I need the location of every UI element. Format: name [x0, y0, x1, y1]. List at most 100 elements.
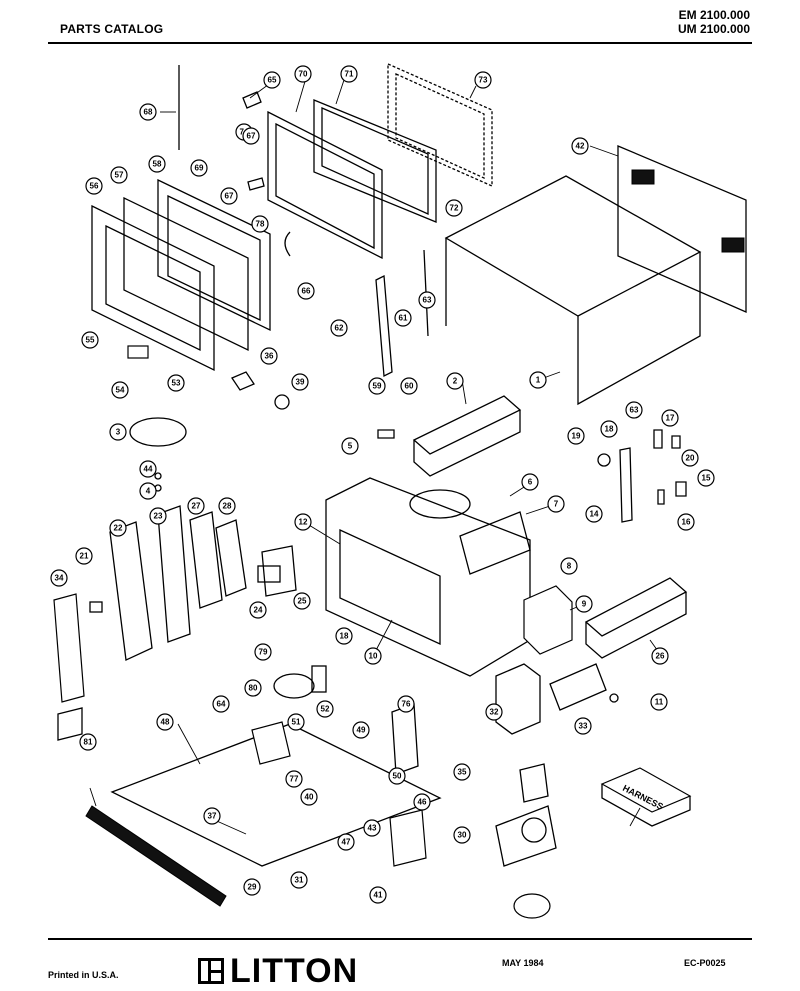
- callout-number: 3: [116, 428, 121, 437]
- callout-31: 31: [290, 871, 308, 889]
- part-lamp-bulb: [274, 394, 290, 410]
- part-door-panel: [157, 178, 271, 332]
- part-switch-18: [597, 453, 611, 467]
- callout-23: 23: [149, 507, 167, 525]
- callout-number: 28: [223, 502, 232, 511]
- callout-number: 4: [146, 487, 151, 496]
- callout-81: 81: [79, 733, 97, 751]
- callout-25: 25: [293, 592, 311, 610]
- callout-18: 18: [600, 420, 618, 438]
- callout-number: 7: [554, 500, 559, 509]
- callout-35: 35: [453, 763, 471, 781]
- part-gasket: [387, 63, 493, 187]
- callout-number: 49: [357, 726, 366, 735]
- part-transformer-43: [389, 809, 427, 867]
- part-back-panel: [617, 145, 747, 313]
- callout-number: 5: [348, 442, 353, 451]
- callout-number: 20: [686, 454, 695, 463]
- header-rule: [48, 42, 752, 44]
- callout-32: 32: [485, 703, 503, 721]
- callout-68: 68: [139, 103, 157, 121]
- part-fan-motor-25: [261, 545, 297, 597]
- part-hinge: [242, 91, 265, 191]
- callout-number: 9: [582, 600, 587, 609]
- callout-43: 43: [363, 819, 381, 837]
- part-switch-bracket: [619, 447, 633, 523]
- callout-number: 40: [305, 793, 314, 802]
- callout-number: 34: [55, 574, 64, 583]
- part-case-top: [444, 175, 702, 317]
- callout-number: 58: [153, 160, 162, 169]
- part-switch-15-16: [657, 481, 687, 505]
- callout-77: 77: [285, 770, 303, 788]
- callout-number: 2: [453, 377, 458, 386]
- callout-number: 42: [576, 142, 585, 151]
- callout-29: 29: [243, 878, 261, 896]
- callout-52: 52: [316, 700, 334, 718]
- callout-50: 50: [388, 767, 406, 785]
- callout-number: 41: [374, 891, 383, 900]
- part-blower-wheel: [521, 817, 547, 843]
- callout-number: 56: [90, 182, 99, 191]
- callout-number: 48: [161, 718, 170, 727]
- part-capacitor-79: [311, 665, 327, 693]
- model-number-um: UM 2100.000: [677, 22, 750, 36]
- part-handle-cap: [127, 345, 149, 359]
- callout-7: 7: [547, 495, 565, 513]
- callout-59: 59: [368, 377, 386, 395]
- part-capacitor: [273, 673, 315, 699]
- callout-72: 72: [445, 199, 463, 217]
- callout-62: 62: [330, 319, 348, 337]
- part-waveguide: [459, 511, 531, 575]
- callout-37: 37: [203, 807, 221, 825]
- part-interlock-bracket: [375, 274, 393, 378]
- callout-number: 18: [605, 425, 614, 434]
- callout-number: 54: [116, 386, 125, 395]
- part-base-plate: [110, 723, 442, 867]
- callout-number: 51: [292, 718, 301, 727]
- part-door-window: [123, 196, 249, 352]
- callout-47: 47: [337, 833, 355, 851]
- catalog-code: EC-P0025: [684, 958, 726, 968]
- callout-number: 1: [536, 376, 541, 385]
- part-clip-21: [89, 601, 103, 613]
- part-pad-81: [57, 707, 83, 741]
- callout-number: 68: [144, 108, 153, 117]
- callout-67: 67: [242, 127, 260, 145]
- callout-number: 63: [423, 296, 432, 305]
- callout-number: 62: [335, 324, 344, 333]
- callout-number: 12: [299, 518, 308, 527]
- callout-79: 79: [254, 643, 272, 661]
- callout-number: 19: [572, 432, 581, 441]
- callout-46: 46: [413, 793, 431, 811]
- callout-number: 26: [656, 652, 665, 661]
- callout-30: 30: [453, 826, 471, 844]
- callout-number: 69: [195, 164, 204, 173]
- callout-number: 60: [405, 382, 414, 391]
- callout-number: 32: [490, 708, 499, 717]
- callout-40: 40: [300, 788, 318, 806]
- callout-5: 5: [341, 437, 359, 455]
- callout-9: 9: [575, 595, 593, 613]
- callout-70: 70: [294, 65, 312, 83]
- callout-number: 71: [345, 70, 354, 79]
- callout-number: 35: [458, 768, 467, 777]
- part-thermal-switch: [377, 429, 395, 439]
- part-back-vent-1: [631, 169, 655, 185]
- callout-36: 36: [260, 347, 278, 365]
- part-keypad: [53, 593, 85, 703]
- callout-number: 6: [528, 478, 533, 487]
- callout-number: 70: [299, 70, 308, 79]
- callout-57: 57: [110, 166, 128, 184]
- callout-20: 20: [681, 449, 699, 467]
- part-foot-strip: [85, 805, 227, 907]
- callout-number: 63: [630, 406, 639, 415]
- callout-39: 39: [291, 373, 309, 391]
- callout-16: 16: [677, 513, 695, 531]
- callout-58: 58: [148, 155, 166, 173]
- part-duct-9: [584, 577, 688, 659]
- callout-17: 17: [661, 409, 679, 427]
- callout-49: 49: [352, 721, 370, 739]
- callout-number: 47: [342, 838, 351, 847]
- part-lamp-socket: [231, 371, 255, 391]
